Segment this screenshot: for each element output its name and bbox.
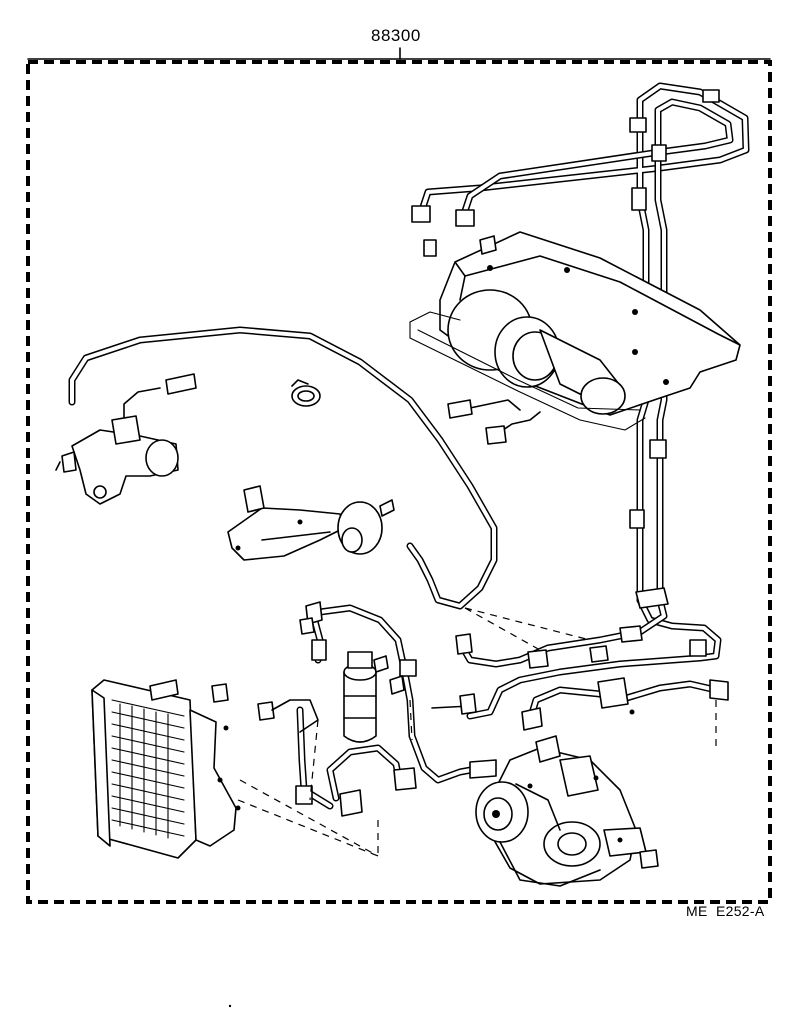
hose-clamp — [291, 379, 321, 407]
part-number-leader — [27, 47, 771, 60]
liquid-pipes-lower-right — [431, 587, 722, 720]
liquid-lines-center — [299, 601, 497, 784]
assembly-boundary — [26, 60, 772, 904]
speck — [228, 1004, 232, 1008]
vacuum-switching-valve — [55, 373, 197, 505]
suction-hose-lower — [521, 677, 729, 731]
wire-harness-upper — [447, 399, 541, 445]
compressor — [475, 735, 659, 887]
receiver-drier — [343, 651, 389, 743]
compressor-hoses — [295, 706, 417, 817]
part-number-label: 88300 — [371, 26, 421, 45]
leader-lines — [237, 607, 717, 857]
suction-hose — [68, 326, 498, 610]
diagram-code-label: ME E252-A — [686, 903, 765, 919]
vacuum-actuator — [227, 485, 395, 561]
condenser — [91, 679, 319, 859]
cooling-unit — [409, 231, 741, 431]
